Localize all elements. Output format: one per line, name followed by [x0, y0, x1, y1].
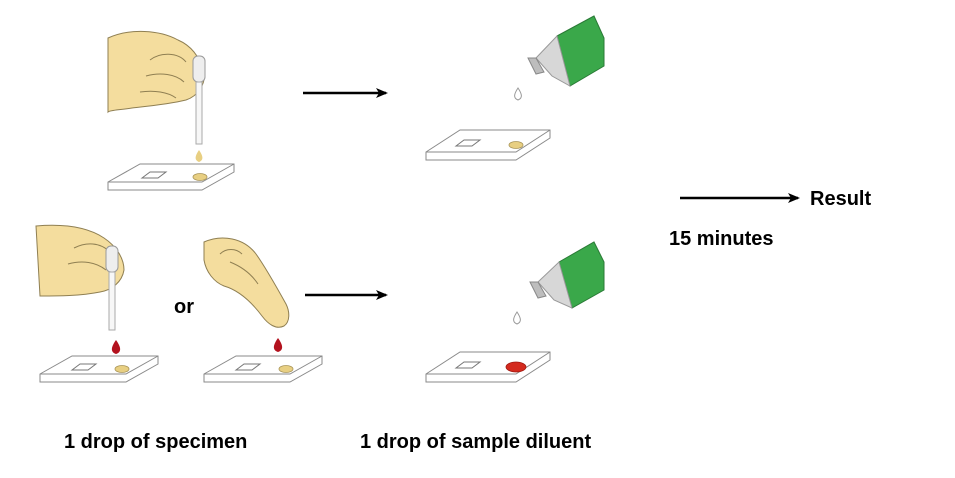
diluent-bottle-icon [529, 241, 605, 309]
diluent-bottle-icon [527, 15, 605, 88]
blood-drop-icon [273, 338, 283, 352]
hand-fingertip-icon [203, 237, 290, 328]
diluent-drop-icon [513, 311, 521, 325]
hand-with-dropper-icon [107, 30, 206, 145]
or-label: or [174, 296, 194, 318]
time-label: 15 minutes [669, 228, 773, 250]
result-label: Result [810, 188, 871, 210]
hand-with-dropper-icon [35, 224, 125, 331]
specimen-caption: 1 drop of specimen [64, 431, 247, 453]
diluent-caption: 1 drop of sample diluent [360, 431, 591, 453]
serum-drop-icon [195, 150, 203, 162]
test-cassette-icon [203, 355, 323, 383]
blood-drop-icon [111, 340, 121, 354]
test-cassette-icon [425, 351, 551, 383]
diluent-drop-icon [514, 87, 522, 101]
test-cassette-icon [425, 129, 551, 161]
test-cassette-icon [39, 355, 159, 383]
test-cassette-icon [107, 163, 235, 191]
